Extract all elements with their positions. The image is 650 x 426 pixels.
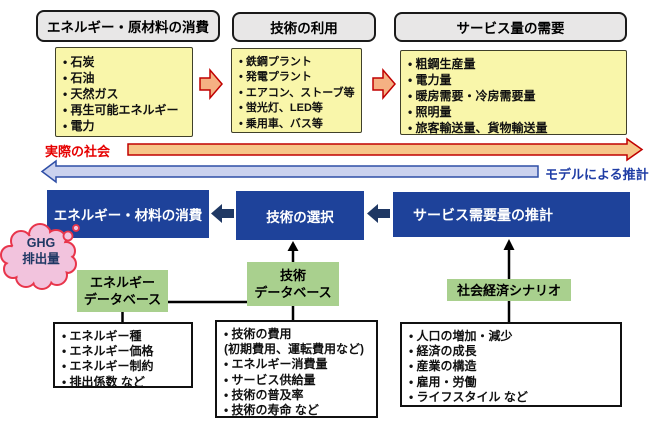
db-box-line: 技術 bbox=[279, 268, 306, 283]
energy-database-box: エネルギー データベース bbox=[77, 270, 168, 312]
list-item: エネルギー消費量 bbox=[224, 357, 372, 372]
list-item: 乗用車、バス等 bbox=[239, 117, 357, 132]
thought-bubble-icon bbox=[62, 230, 74, 242]
left-arrow-icon bbox=[211, 204, 234, 223]
list-item: エアコン、ストーブ等 bbox=[239, 86, 357, 101]
thought-bubble-icon bbox=[72, 224, 80, 232]
list-item: 産業の構造 bbox=[409, 359, 616, 374]
ghg-emissions-label: GHG 排出量 bbox=[6, 236, 76, 267]
ghg-cloud-icon bbox=[0, 223, 80, 290]
list-item: 技術の寿命 など bbox=[224, 403, 372, 418]
header-energy-materials-consumption: エネルギー・原材料の消費 bbox=[36, 10, 220, 42]
list-item: ライフスタイル など bbox=[409, 390, 616, 405]
service-quantity-list: 粗鋼生産量 電力量 暖房需要・冷房需要量 照明量 旅客輸送量、貨物輸送量 bbox=[400, 50, 627, 135]
list-item: 石油 bbox=[63, 70, 188, 86]
up-arrowhead-icon bbox=[287, 241, 299, 251]
list-item: 照明量 bbox=[408, 104, 622, 120]
list-item: 排出係数 など bbox=[62, 375, 187, 390]
real-society-arrow-icon bbox=[127, 137, 644, 162]
list-item: 暖房需要・冷房需要量 bbox=[408, 88, 622, 104]
model-box-technology-selection: 技術の選択 bbox=[236, 191, 364, 240]
db-box-line: データベース bbox=[254, 285, 332, 300]
model-box-service-demand-estimation: サービス需要量の推計 bbox=[393, 192, 630, 237]
ghg-line1: GHG bbox=[26, 236, 56, 250]
list-item: 雇用・労働 bbox=[409, 375, 616, 390]
header-service-demand: サービス量の需要 bbox=[394, 12, 627, 42]
list-item: エネルギー種 bbox=[62, 329, 187, 344]
list-item: 電力 bbox=[63, 118, 188, 134]
technology-list: 鉄鋼プラント 発電プラント エアコン、ストーブ等 蛍光灯、LED等 乗用車、バス… bbox=[231, 48, 362, 133]
list-item: 石炭 bbox=[63, 54, 188, 70]
model-estimation-arrow-icon bbox=[40, 159, 539, 184]
list-item: エネルギー価格 bbox=[62, 344, 187, 359]
scenario-details: 人口の増加・減少 経済の成長 産業の構造 雇用・労働 ライフスタイル など bbox=[400, 322, 622, 407]
list-item: サービス供給量 bbox=[224, 373, 372, 388]
list-item: 発電プラント bbox=[239, 70, 357, 85]
list-item: 人口の増加・減少 bbox=[409, 329, 616, 344]
energy-database-details: エネルギー種 エネルギー価格 エネルギー制約 排出係数 など bbox=[53, 322, 193, 390]
ghg-line2: 排出量 bbox=[22, 251, 60, 266]
list-item: 鉄鋼プラント bbox=[239, 55, 357, 70]
list-item: 蛍光灯、LED等 bbox=[239, 101, 357, 116]
list-item: 粗鋼生産量 bbox=[408, 56, 622, 72]
db-box-line: データベース bbox=[83, 292, 162, 307]
technology-database-box: 技術 データベース bbox=[247, 262, 339, 306]
list-item: 技術の普及率 bbox=[224, 388, 372, 403]
technology-database-details: 技術の費用 (初期費用、運転費用など) エネルギー消費量 サービス供給量 技術の… bbox=[215, 320, 378, 418]
up-arrowhead-icon bbox=[503, 239, 515, 250]
list-item: 経済の成長 bbox=[409, 344, 616, 359]
model-estimation-label: モデルによる推計 bbox=[545, 167, 649, 182]
list-item: エネルギー制約 bbox=[62, 359, 187, 374]
db-box-line: 社会経済シナリオ bbox=[456, 282, 561, 298]
energy-sources-list: 石炭 石油 天然ガス 再生可能エネルギー 電力 bbox=[55, 47, 193, 137]
list-item: 天然ガス bbox=[63, 86, 188, 102]
socioeconomic-scenario-box: 社会経済シナリオ bbox=[447, 279, 571, 301]
left-arrow-icon bbox=[367, 204, 390, 223]
real-society-label: 実際の社会 bbox=[45, 144, 111, 159]
list-item: 技術の費用 bbox=[224, 327, 372, 342]
list-item: (初期費用、運転費用など) bbox=[224, 342, 364, 357]
header-technology-use: 技術の利用 bbox=[232, 12, 376, 42]
db-box-line: エネルギー bbox=[89, 275, 155, 290]
flow-right-arrow-icon bbox=[372, 67, 396, 101]
list-item: 旅客輸送量、貨物輸送量 bbox=[408, 120, 622, 136]
list-item: 電力量 bbox=[408, 72, 622, 88]
flow-right-arrow-icon bbox=[199, 67, 223, 101]
list-item: 再生可能エネルギー bbox=[63, 102, 188, 118]
